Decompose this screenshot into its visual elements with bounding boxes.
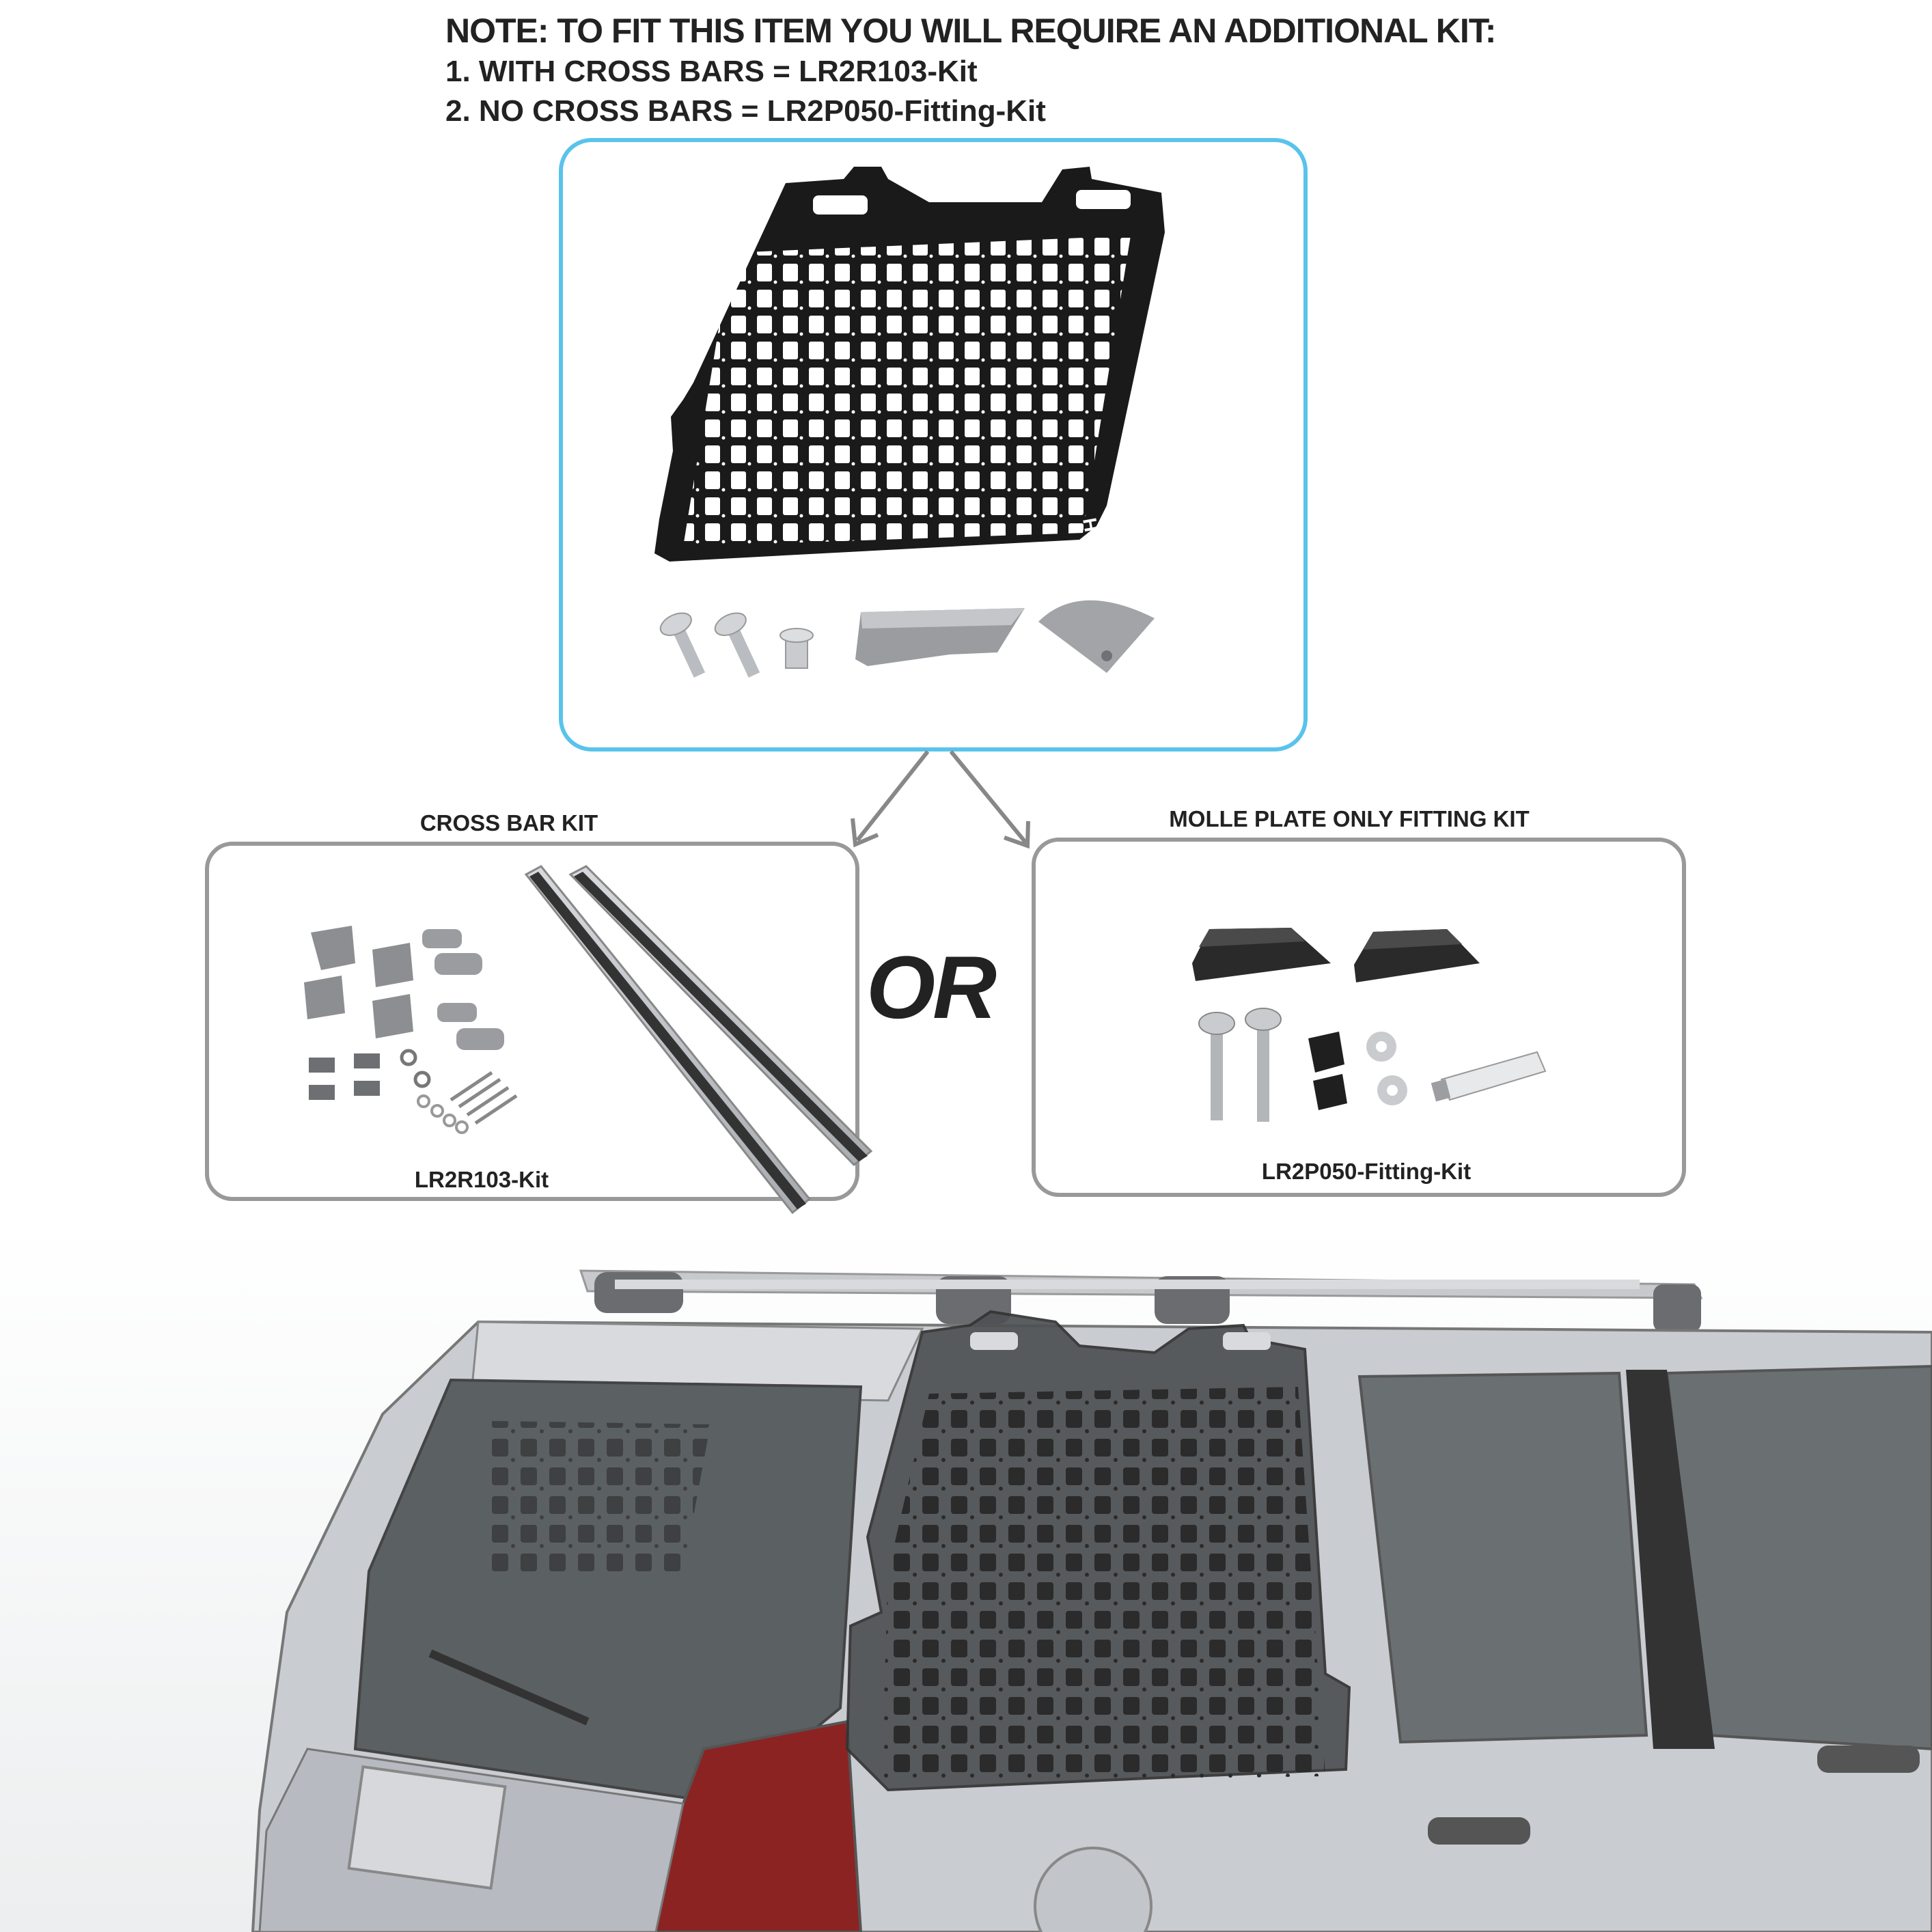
note-option-cross-bars: 1. WITH CROSS BARS = LR2R103-Kit <box>445 55 978 88</box>
note-option-no-cross-bars: 2. NO CROSS BARS = LR2P050-Fitting-Kit <box>445 94 1046 128</box>
fitting-kit-box <box>1032 838 1686 1197</box>
cross-bar-kit-title: CROSS BAR KIT <box>419 810 598 836</box>
car-illustration-image <box>0 1223 1932 1932</box>
fitting-kit-parts-image <box>1192 928 1547 1122</box>
plate-logo: HSX <box>1079 516 1107 559</box>
fitting-kit-title: MOLLE PLATE ONLY FITTING KIT <box>1169 806 1530 831</box>
cross-bar-kit-parts-image <box>304 926 518 1134</box>
cross-bar-kit-code: LR2R103-Kit <box>414 1167 549 1192</box>
fitting-kit-code: LR2P050-Fitting-Kit <box>1261 1159 1472 1184</box>
cross-bars-image <box>524 865 873 1215</box>
or-separator: OR <box>866 937 997 1037</box>
note-heading: NOTE: TO FIT THIS ITEM YOU WILL REQUIRE … <box>445 12 1496 50</box>
arrow-right-icon <box>949 750 1030 849</box>
fitting-note: NOTE: TO FIT THIS ITEM YOU WILL REQUIRE … <box>445 10 1496 131</box>
molle-plate-image: HSX <box>654 167 1165 562</box>
main-hardware-image <box>659 600 1155 678</box>
arrow-left-icon <box>851 750 930 848</box>
